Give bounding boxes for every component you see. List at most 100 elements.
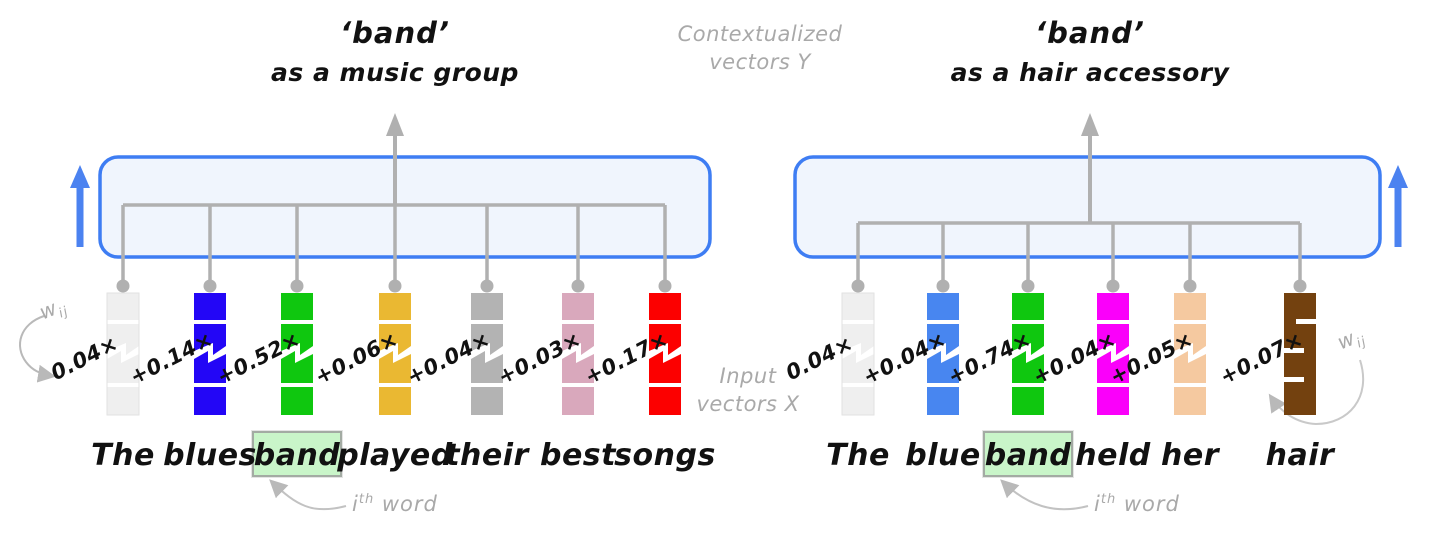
right-ith-word-label: ith word bbox=[1094, 492, 1180, 516]
vector-bar-notch bbox=[1284, 348, 1304, 353]
sentence-word: The bbox=[826, 438, 890, 473]
left-subtitle: as a music group bbox=[271, 58, 519, 87]
contextualized-vectors-label: Contextualized vectors Y bbox=[677, 22, 843, 75]
sentence-word: hair bbox=[1265, 438, 1335, 473]
vector-bar-segment bbox=[194, 324, 226, 355]
vector-bar-segment bbox=[649, 293, 681, 320]
vector-bar bbox=[1097, 293, 1129, 415]
vector-bar-segment bbox=[281, 387, 313, 415]
vector-bar-segment bbox=[1012, 293, 1044, 320]
vector-bar-segment bbox=[562, 324, 594, 355]
vector-bar-segment bbox=[842, 293, 874, 320]
wij-arrow bbox=[1268, 359, 1365, 426]
connector-dot bbox=[1021, 279, 1035, 293]
layer-up-arrowhead-icon bbox=[1388, 165, 1408, 188]
vector-bar-segment bbox=[927, 387, 959, 415]
vector-bar-segment bbox=[379, 324, 411, 355]
connector-dot bbox=[571, 279, 585, 293]
vector-bar-segment bbox=[1097, 387, 1129, 415]
vector-bar bbox=[1012, 293, 1044, 415]
left-title: ‘band’ bbox=[340, 16, 450, 50]
vector-bar-segment bbox=[1174, 351, 1206, 383]
vector-bar-segment bbox=[281, 324, 313, 355]
vector-bar-segment bbox=[471, 351, 503, 383]
vector-bar-segment bbox=[379, 351, 411, 383]
vector-bar-segment bbox=[562, 293, 594, 320]
vector-bar-segment bbox=[649, 351, 681, 383]
vector-bar-segment bbox=[471, 324, 503, 355]
vector-bar-segment bbox=[927, 324, 959, 355]
sentence-word: blues bbox=[163, 438, 257, 473]
connector-dot bbox=[116, 279, 130, 293]
vector-bar-outline bbox=[841, 292, 875, 416]
vector-bar-segment bbox=[281, 351, 313, 383]
sum-box bbox=[793, 155, 1382, 259]
connector-dot bbox=[1106, 279, 1120, 293]
sentence-word: best bbox=[539, 438, 617, 473]
vector-bar-notch bbox=[1284, 377, 1304, 382]
vector-bar-segment bbox=[1097, 293, 1129, 320]
vector-bar-segment bbox=[1012, 351, 1044, 383]
vector-bar-segment bbox=[1174, 324, 1206, 355]
ith-word-arrow bbox=[269, 479, 347, 511]
vector-bar bbox=[927, 293, 959, 415]
vector-bar-segment bbox=[927, 351, 959, 383]
vector-bar bbox=[106, 292, 140, 416]
vector-bar-segment bbox=[927, 293, 959, 320]
sentence-word: The bbox=[91, 438, 155, 473]
sentence-word: their bbox=[445, 438, 529, 473]
vector-bar-segment bbox=[194, 293, 226, 320]
vector-bar-segment bbox=[1174, 293, 1206, 320]
vector-bar-segment bbox=[842, 324, 874, 355]
vector-bar bbox=[562, 293, 594, 415]
sentence-word: played bbox=[337, 438, 453, 473]
vector-bar-segment bbox=[194, 387, 226, 415]
vector-bar-segment bbox=[379, 293, 411, 320]
connector-dot bbox=[290, 279, 304, 293]
vector-bar-segment bbox=[107, 387, 139, 415]
sum-box bbox=[98, 155, 712, 259]
vector-bar bbox=[194, 293, 226, 415]
left-ith-word-label: ith word bbox=[352, 492, 438, 516]
connector-dot bbox=[203, 279, 217, 293]
vector-bar bbox=[471, 293, 503, 415]
vector-bar bbox=[1284, 293, 1316, 415]
vector-bar-segment bbox=[1097, 324, 1129, 355]
vector-bar bbox=[379, 293, 411, 415]
vector-bar-segment bbox=[649, 387, 681, 415]
vector-bar-segment bbox=[107, 351, 139, 383]
connector-dot bbox=[480, 279, 494, 293]
connector-dot bbox=[658, 279, 672, 293]
vector-bar-segment bbox=[649, 324, 681, 355]
ith-word-arrow bbox=[1000, 479, 1089, 511]
vector-bar-outline bbox=[106, 292, 140, 416]
vector-bar-segment bbox=[471, 387, 503, 415]
vector-bar-segment bbox=[194, 351, 226, 383]
sentence-word: her bbox=[1161, 438, 1219, 473]
vector-bar-segment bbox=[562, 387, 594, 415]
input-vectors-label: Input vectors X bbox=[696, 364, 800, 417]
connector-dot bbox=[388, 279, 402, 293]
layer-up-arrowhead-icon bbox=[70, 165, 90, 188]
wij-arrow bbox=[19, 315, 56, 383]
vector-bar bbox=[649, 293, 681, 415]
vector-bar-segment bbox=[471, 293, 503, 320]
connector-dot bbox=[936, 279, 950, 293]
vector-bar bbox=[281, 293, 313, 415]
sentence-word: band bbox=[984, 438, 1072, 473]
output-arrowhead-icon bbox=[386, 113, 404, 136]
vector-bar-segment bbox=[842, 351, 874, 383]
sentence-word: held bbox=[1075, 438, 1151, 473]
sentence-word: band bbox=[253, 438, 341, 473]
vector-bar bbox=[841, 292, 875, 416]
vector-bar-segment bbox=[1174, 387, 1206, 415]
sentence-word: blue bbox=[905, 438, 981, 473]
output-arrowhead-icon bbox=[1081, 113, 1099, 136]
vector-bar-segment bbox=[379, 387, 411, 415]
vector-bar-segment bbox=[1012, 387, 1044, 415]
vector-bar-notch bbox=[1296, 319, 1316, 324]
sentence-word: songs bbox=[614, 438, 716, 473]
right-subtitle: as a hair accessory bbox=[950, 58, 1230, 87]
connector-dot bbox=[1183, 279, 1197, 293]
